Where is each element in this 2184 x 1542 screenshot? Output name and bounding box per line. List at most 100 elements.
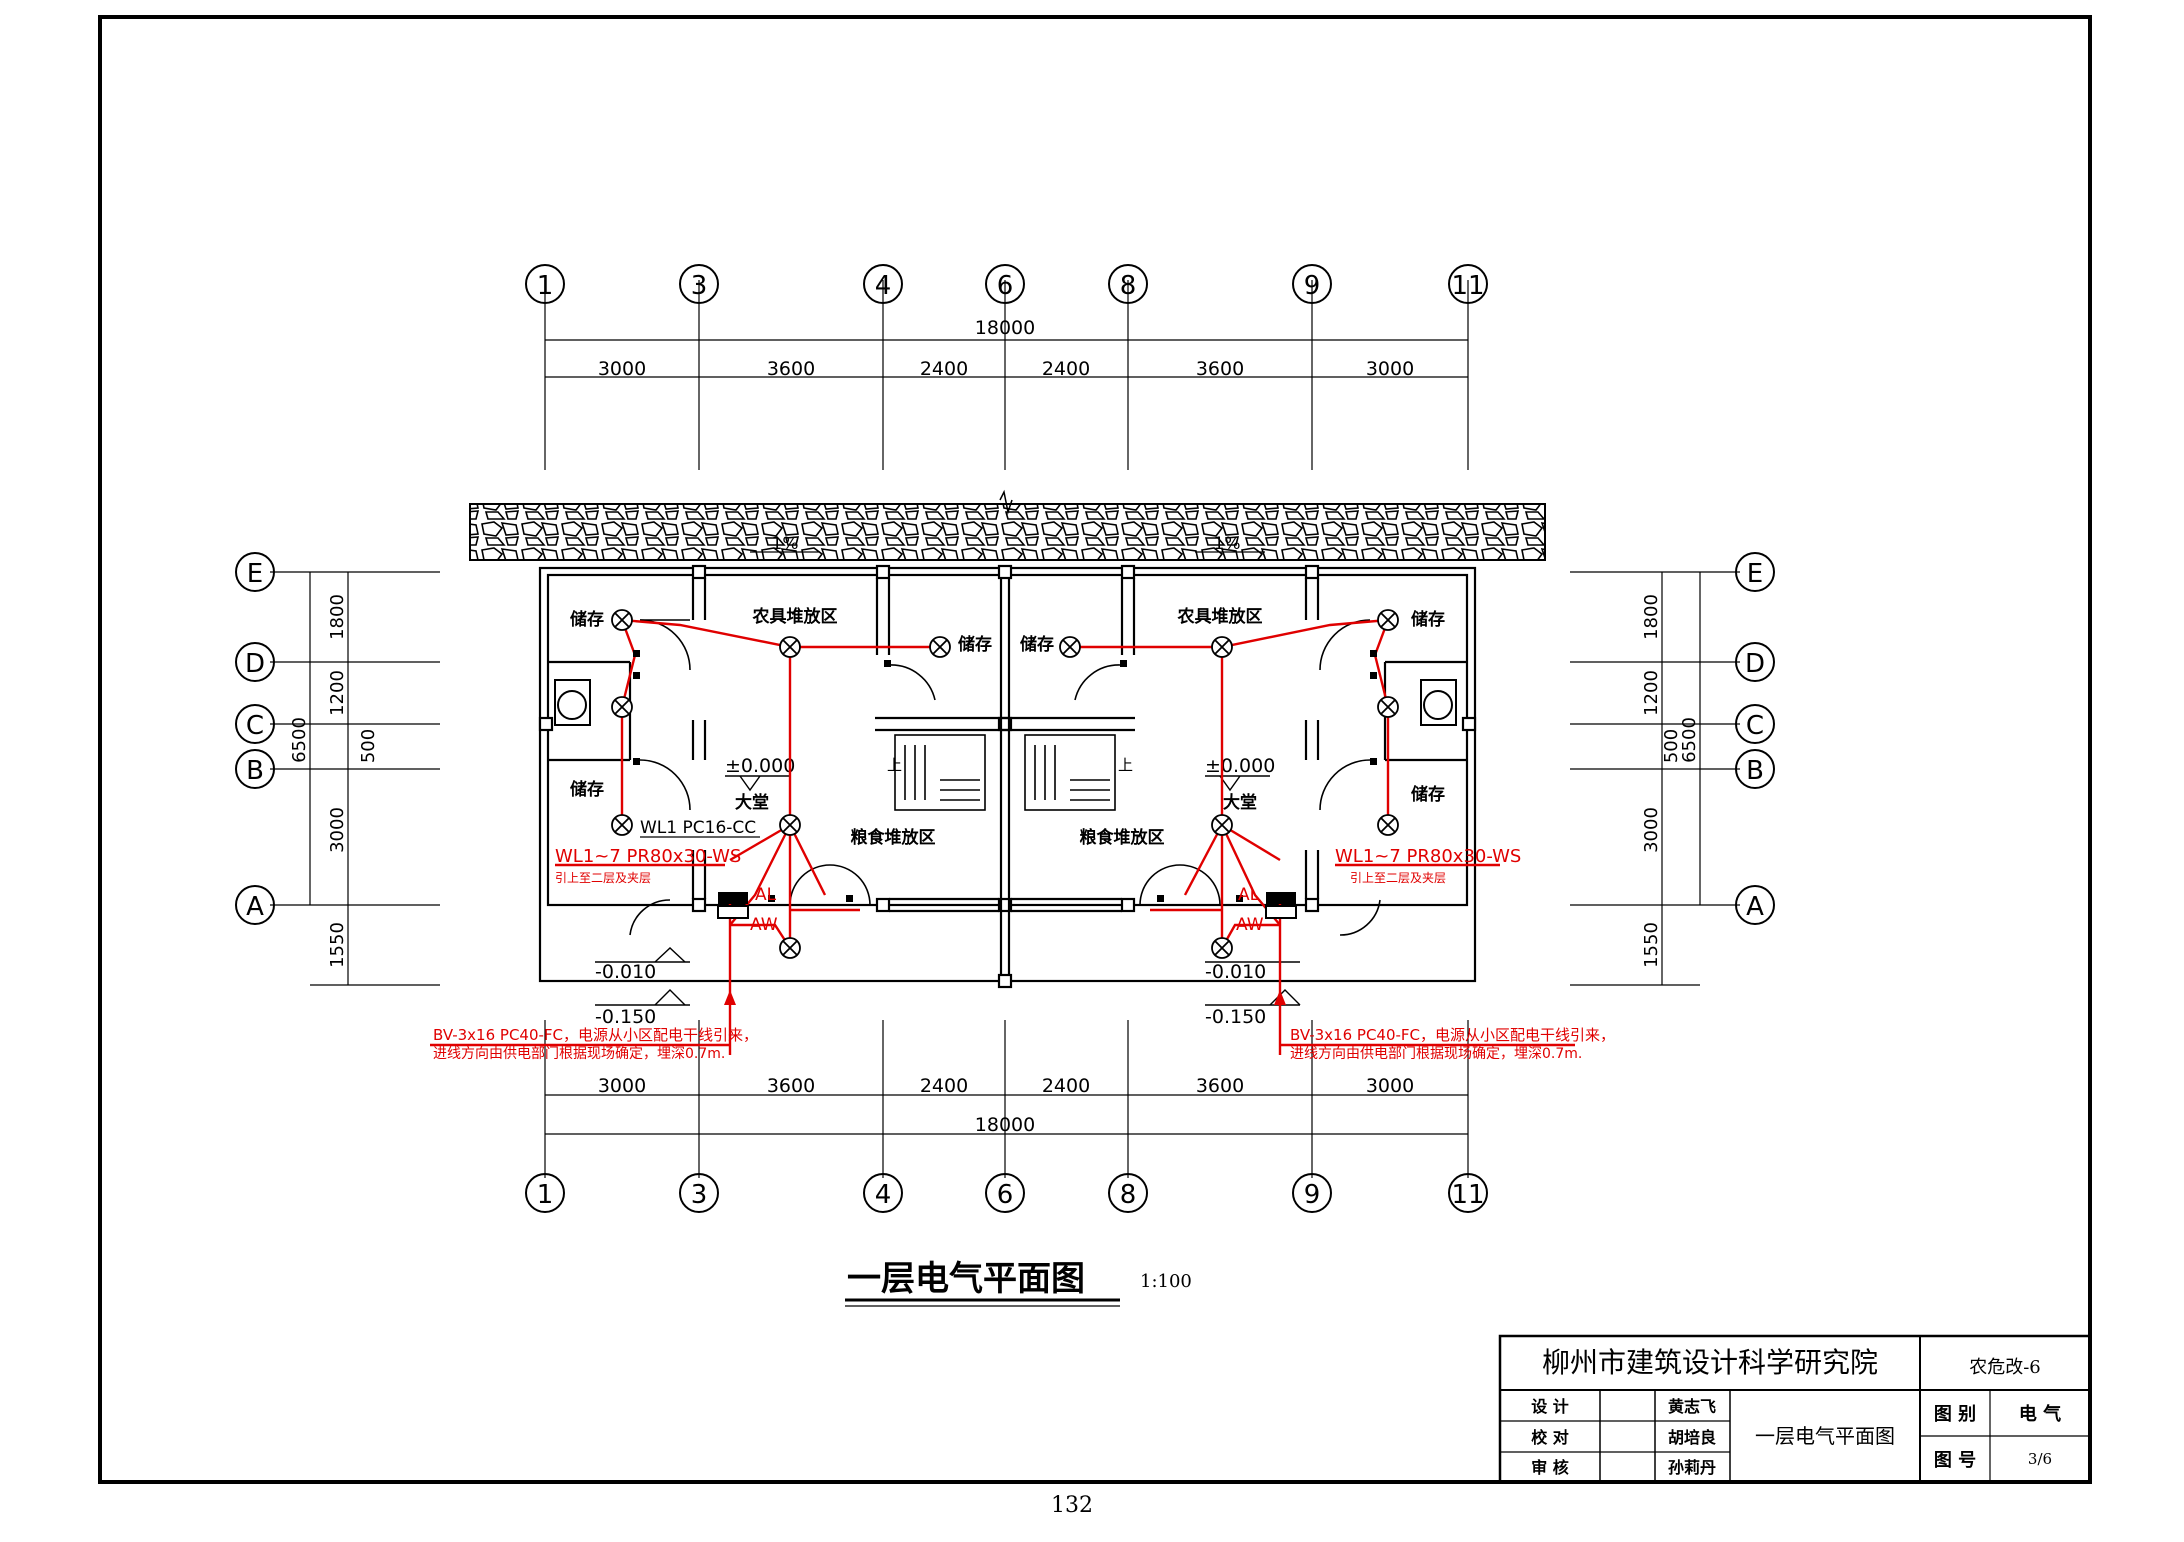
door-swings (629, 619, 1381, 936)
dim-x-b1: 3000 (598, 1075, 646, 1097)
stair-up-right: 上 (1118, 756, 1133, 774)
axis-bottom-4: 4 (875, 1180, 892, 1210)
distribution-panels (717, 892, 1297, 919)
label-category: 图 别 (1934, 1404, 1976, 1425)
dim-x-3: 2400 (920, 358, 968, 380)
feed-note-right: 进线方向由供电部门根据现场确定，埋深0.7m. (1290, 1046, 1582, 1062)
axis-bottom-6: 6 (997, 1180, 1014, 1210)
circuit-note-left: 引上至二层及夹层 (555, 871, 651, 885)
axis-top-3: 3 (691, 271, 708, 301)
label-review: 审 核 (1531, 1458, 1569, 1477)
feed-left: BV-3x16 PC40-FC，电源从小区配电干线引来， (433, 1026, 758, 1044)
dim-y-r2: 1200 (1641, 670, 1662, 716)
room-hall-left: 大堂 (735, 792, 769, 813)
drawing-scale: 1:100 (1140, 1271, 1192, 1292)
dimension-top (544, 280, 1469, 470)
wiring (430, 618, 1575, 1055)
building-walls (538, 564, 1477, 989)
dim-total-bottom: 18000 (975, 1114, 1035, 1136)
wall-break-mark (999, 489, 1013, 515)
drawing-title: 一层电气平面图 (847, 1259, 1085, 1299)
elev-floor-left: ±0.000 (725, 755, 795, 777)
axis-left-A: A (246, 892, 264, 922)
axis-right-E: E (1747, 559, 1763, 589)
dim-x-b6: 3000 (1366, 1075, 1414, 1097)
drawing-number: 3/6 (2028, 1450, 2052, 1468)
panel-al-left: AL (755, 885, 777, 905)
axis-bottom-1: 1 (537, 1180, 554, 1210)
stair-up-left: 上 (887, 756, 902, 774)
dimension-right (1570, 571, 1740, 986)
axis-bubbles-bottom (525, 1173, 1488, 1213)
axis-bottom-3: 3 (691, 1180, 708, 1210)
dim-x-b3: 2400 (920, 1075, 968, 1097)
elev-ground-right: -0.150 (1205, 1006, 1266, 1028)
dim-y-r1: 1800 (1641, 594, 1662, 640)
dim-y-l2: 1200 (327, 670, 348, 716)
feed-note-left: 进线方向由供电部门根据现场确定，埋深0.7m. (433, 1046, 725, 1062)
axis-top-6: 6 (997, 271, 1014, 301)
switches (633, 650, 1377, 902)
room-hall-right: 大堂 (1223, 792, 1257, 813)
circuit-wl17-left: WL1~7 PR80x30-WS (555, 846, 741, 867)
panel-aw-left: AW (750, 915, 778, 935)
axis-top-9: 9 (1304, 271, 1321, 301)
room-storage-3: 储存 (1020, 634, 1054, 655)
title-drawing-name: 一层电气平面图 (1755, 1424, 1895, 1448)
axis-bottom-11: 11 (1451, 1180, 1484, 1210)
axis-bubbles-left (235, 552, 275, 925)
dim-y-l4: 3000 (327, 807, 348, 853)
dim-x-2: 3600 (767, 358, 815, 380)
dim-x-b2: 3600 (767, 1075, 815, 1097)
axis-top-1: 1 (537, 271, 554, 301)
category-value: 电 气 (2019, 1403, 2061, 1425)
page-number: 132 (1051, 1493, 1093, 1518)
room-storage-5: 储存 (1411, 784, 1445, 805)
elev-ground-left: -0.150 (595, 1006, 656, 1028)
axis-left-C: C (246, 711, 264, 741)
dim-y-l5: 1550 (327, 922, 348, 968)
dim-y-l3: 500 (358, 729, 379, 763)
elev-floor-right: ±0.000 (1205, 755, 1275, 777)
axis-left-E: E (247, 559, 263, 589)
circuit-wl17-right: WL1~7 PR80x30-WS (1335, 846, 1521, 867)
feed-arrow-right (1274, 990, 1286, 1005)
axis-right-C: C (1746, 711, 1764, 741)
stairs (894, 734, 1116, 811)
dim-x-b4: 2400 (1042, 1075, 1090, 1097)
room-storage-4: 储存 (1411, 609, 1445, 630)
feed-arrow-left (724, 990, 736, 1005)
dimension-left (270, 571, 440, 986)
designer-name: 黄志飞 (1668, 1397, 1716, 1416)
feed-right: BV-3x16 PC40-FC，电源从小区配电干线引来， (1290, 1026, 1615, 1044)
dim-y-r4: 3000 (1641, 807, 1662, 853)
axis-top-11: 11 (1451, 271, 1484, 301)
axis-left-B: B (246, 756, 264, 786)
axis-top-8: 8 (1120, 271, 1137, 301)
dim-x-6: 3000 (1366, 358, 1414, 380)
checker-name: 胡培良 (1668, 1428, 1716, 1447)
room-storage-1: 储存 (570, 609, 604, 630)
axis-bubbles-top (525, 264, 1488, 304)
reviewer-name: 孙莉丹 (1668, 1458, 1716, 1477)
elev-outdoor-right: -0.010 (1205, 961, 1266, 983)
light-fixtures (611, 609, 1399, 959)
slope-left: 1% (772, 534, 799, 554)
elevation-marks (595, 775, 1301, 1006)
axis-right-B: B (1746, 756, 1764, 786)
dim-y-r5: 1550 (1641, 922, 1662, 968)
room-storage-2: 储存 (570, 779, 604, 800)
panel-aw-right: AW (1236, 915, 1264, 935)
dim-x-b5: 3600 (1196, 1075, 1244, 1097)
elev-outdoor-left: -0.010 (595, 961, 656, 983)
dim-y-ltotal: 6500 (289, 717, 310, 763)
axis-right-D: D (1745, 649, 1765, 679)
dim-x-1: 3000 (598, 358, 646, 380)
dim-y-rtotal: 6500 (1679, 717, 1700, 763)
room-tools-left: 农具堆放区 (752, 606, 838, 627)
dim-x-5: 3600 (1196, 358, 1244, 380)
dims-x-bottom: 3000 3600 2400 2400 3600 3000 (598, 1075, 1414, 1097)
room-grain-left: 粮食堆放区 (851, 827, 936, 848)
toilet-fixtures (554, 679, 1457, 726)
